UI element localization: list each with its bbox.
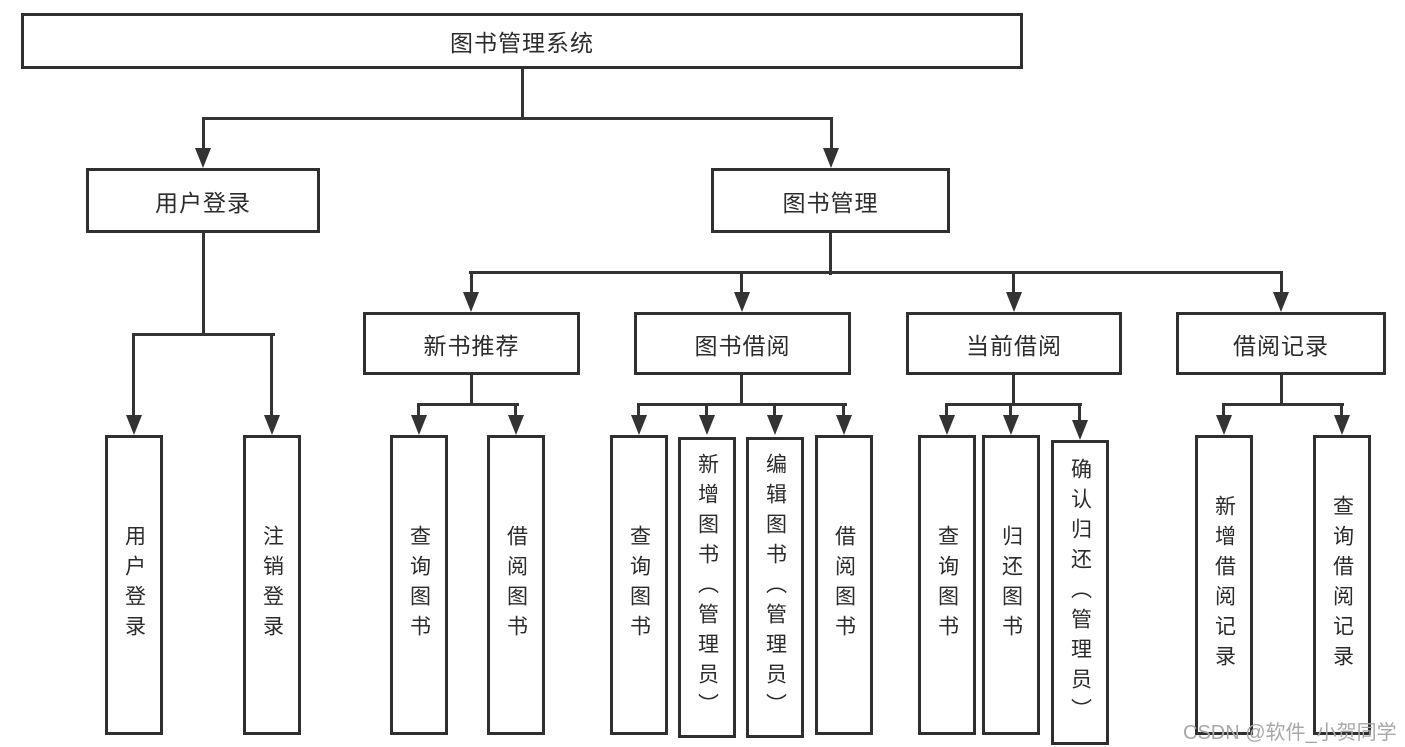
connector-drop-new-book — [470, 271, 473, 295]
connector-drop-cb-query — [945, 403, 948, 417]
connector-drop-user-login — [202, 117, 205, 149]
arrowhead-nb-query — [411, 415, 427, 435]
leaf-logout: 注销登录 — [243, 435, 301, 735]
leaf-label: 新增图书（管理员） — [695, 452, 719, 723]
connector-user-login-rail — [132, 333, 275, 336]
arrowhead-bb-add — [699, 415, 715, 435]
connector-drop-bb-add — [705, 403, 708, 417]
connector-drop-br-add — [1222, 403, 1225, 417]
leaf-bb-edit-books-admin: 编辑图书（管理员） — [746, 437, 804, 738]
arrowhead-bb-query — [631, 415, 647, 435]
leaf-label: 借阅图书 — [832, 525, 856, 645]
arrowhead-book-borrowing — [734, 292, 750, 312]
leaf-label: 注销登录 — [260, 525, 284, 645]
node-book-management: 图书管理 — [711, 168, 950, 233]
leaf-cb-confirm-return-admin: 确认归还（管理员） — [1051, 440, 1109, 745]
arrowhead-book-management — [823, 148, 839, 168]
connector-drop-bb-edit — [773, 403, 776, 417]
leaf-bb-query-books: 查询图书 — [610, 435, 668, 735]
connector-drop-leaf-login — [132, 333, 135, 417]
leaf-label: 查询借阅记录 — [1330, 495, 1354, 675]
connector-drop-cb-confirm — [1078, 403, 1081, 422]
connector-drop-current-borrowing — [1012, 271, 1015, 295]
connector-level3-rail — [469, 271, 1283, 274]
leaf-nb-borrow-books: 借阅图书 — [487, 435, 545, 735]
arrowhead-leaf-login — [126, 415, 142, 435]
arrowhead-nb-borrow — [508, 415, 524, 435]
arrowhead-current-borrowing — [1006, 292, 1022, 312]
arrowhead-cb-confirm — [1072, 420, 1088, 440]
arrowhead-user-login — [195, 148, 211, 168]
connector-book-borrowing-rail — [637, 403, 847, 406]
node-user-login: 用户登录 — [86, 168, 320, 233]
node-borrowing-records: 借阅记录 — [1176, 312, 1386, 375]
leaf-bb-add-books-admin: 新增图书（管理员） — [678, 437, 736, 738]
leaf-br-add-record: 新增借阅记录 — [1195, 435, 1253, 735]
connector-new-book-stem — [470, 375, 473, 406]
connector-drop-cb-return — [1009, 403, 1012, 417]
leaf-label: 查询图书 — [935, 525, 959, 645]
leaf-label: 查询图书 — [627, 525, 651, 645]
arrowhead-leaf-logout — [264, 415, 280, 435]
arrowhead-br-query — [1334, 415, 1350, 435]
connector-drop-bb-borrow — [842, 403, 845, 417]
leaf-label: 编辑图书（管理员） — [763, 452, 787, 723]
connector-drop-bb-query — [637, 403, 640, 417]
leaf-user-login: 用户登录 — [105, 435, 163, 735]
connector-current-borrowing-stem — [1012, 375, 1015, 406]
leaf-bb-borrow-books: 借阅图书 — [815, 435, 873, 735]
leaf-label: 查询图书 — [407, 525, 431, 645]
arrowhead-br-add — [1216, 415, 1232, 435]
leaf-label: 借阅图书 — [504, 525, 528, 645]
connector-borrowing-records-stem — [1280, 375, 1283, 406]
connector-borrowing-records-rail — [1222, 403, 1344, 406]
connector-level2-rail — [202, 117, 833, 120]
arrowhead-cb-return — [1003, 415, 1019, 435]
leaf-br-query-record: 查询借阅记录 — [1313, 435, 1371, 735]
connector-root-stem — [521, 69, 524, 119]
leaf-label: 新增借阅记录 — [1212, 495, 1236, 675]
arrowhead-bb-borrow — [836, 415, 852, 435]
connector-current-borrowing-rail — [945, 403, 1082, 406]
connector-drop-book-management — [830, 117, 833, 149]
connector-drop-book-borrowing — [740, 271, 743, 295]
leaf-label: 确认归还（管理员） — [1068, 457, 1092, 728]
connector-book-management-stem — [829, 233, 832, 275]
node-book-borrowing: 图书借阅 — [634, 312, 851, 375]
leaf-nb-query-books: 查询图书 — [390, 435, 448, 735]
arrowhead-cb-query — [939, 415, 955, 435]
connector-new-book-rail — [417, 403, 519, 406]
arrowhead-bb-edit — [767, 415, 783, 435]
node-current-borrowing: 当前借阅 — [906, 312, 1122, 375]
leaf-cb-query-books: 查询图书 — [918, 435, 976, 735]
arrowhead-new-book — [463, 292, 479, 312]
node-library-management-system: 图书管理系统 — [21, 13, 1023, 69]
connector-drop-leaf-logout — [270, 333, 273, 417]
leaf-label: 用户登录 — [122, 525, 146, 645]
connector-drop-br-query — [1340, 403, 1343, 417]
connector-drop-nb-query — [417, 403, 420, 417]
arrowhead-borrowing-records — [1273, 292, 1289, 312]
node-new-book-recommend: 新书推荐 — [363, 312, 580, 375]
connector-book-borrowing-stem — [740, 375, 743, 406]
connector-drop-borrowing-records — [1280, 271, 1283, 295]
csdn-watermark: CSDN @软件_小贺同学 — [1183, 722, 1397, 744]
connector-drop-nb-borrow — [514, 403, 517, 417]
leaf-label: 归还图书 — [999, 525, 1023, 645]
leaf-cb-return-books: 归还图书 — [982, 435, 1040, 735]
connector-user-login-stem — [202, 233, 205, 336]
